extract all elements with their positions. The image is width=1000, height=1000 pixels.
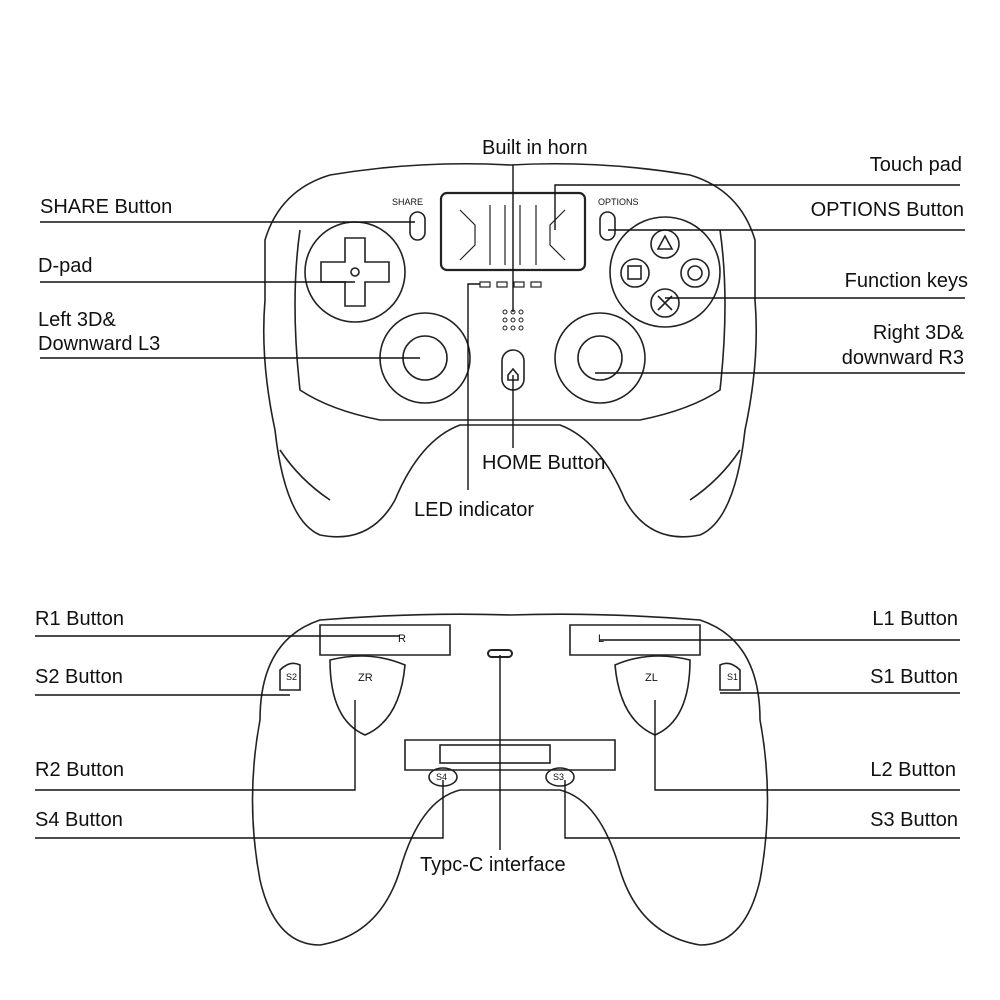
label-built-in-horn: Built in horn xyxy=(482,137,588,159)
l-printed: L xyxy=(598,633,605,645)
leader-lines xyxy=(35,165,965,850)
right-stick-outer xyxy=(554,312,646,404)
label-l1-button: L1 Button xyxy=(872,608,958,630)
label-function-keys: Function keys xyxy=(844,270,968,292)
right-stick xyxy=(577,335,623,381)
led-indicator-lights xyxy=(479,281,542,288)
options-printed: OPTIONS xyxy=(598,197,639,207)
circle-button xyxy=(680,258,710,288)
s3-printed: S3 xyxy=(553,772,565,782)
label-s3-button: S3 Button xyxy=(870,809,958,831)
zl-printed: ZL xyxy=(645,672,658,684)
zl-trigger xyxy=(614,655,691,736)
label-led-indicator: LED indicator xyxy=(414,499,535,521)
s4-printed: S4 xyxy=(436,772,448,782)
label-share-button: SHARE Button xyxy=(40,196,173,218)
label-left-stick-1: Left 3D& xyxy=(38,309,116,331)
label-type-c-interface: Typc-C interface xyxy=(420,854,566,876)
s1-printed: S1 xyxy=(727,672,739,682)
label-touch-pad: Touch pad xyxy=(869,154,962,176)
label-home-button: HOME Button xyxy=(482,452,606,474)
label-right-stick-2: downward R3 xyxy=(841,347,964,369)
s3-button xyxy=(545,767,575,787)
label-s2-button: S2 Button xyxy=(35,666,123,688)
front-controller xyxy=(262,162,758,538)
label-right-stick-1: Right 3D& xyxy=(872,322,964,344)
zr-printed: ZR xyxy=(358,672,373,684)
label-r1-button: R1 Button xyxy=(35,608,124,630)
share-button-shape xyxy=(409,211,426,241)
zr-trigger xyxy=(329,655,406,736)
label-s1-button: S1 Button xyxy=(870,666,958,688)
face-buttons-ring xyxy=(609,216,721,328)
label-l2-button: L2 Button xyxy=(870,759,956,781)
square-button xyxy=(620,258,650,288)
label-d-pad: D-pad xyxy=(38,255,93,277)
top-controller xyxy=(251,613,769,946)
dpad-icon xyxy=(320,237,390,307)
label-r2-button: R2 Button xyxy=(35,759,124,781)
triangle-button xyxy=(650,229,680,259)
r-printed: R xyxy=(398,633,406,645)
horn-grille xyxy=(502,309,524,331)
s2-printed: S2 xyxy=(286,672,298,682)
label-options-button: OPTIONS Button xyxy=(810,199,964,221)
touch-pad-circuit xyxy=(459,205,566,265)
dpad-ring xyxy=(304,221,406,323)
label-left-stick-2: Downward L3 xyxy=(38,333,161,355)
cross-button xyxy=(650,288,680,318)
share-printed: SHARE xyxy=(392,197,424,207)
options-button-shape xyxy=(599,211,616,241)
label-s4-button: S4 Button xyxy=(35,809,123,831)
